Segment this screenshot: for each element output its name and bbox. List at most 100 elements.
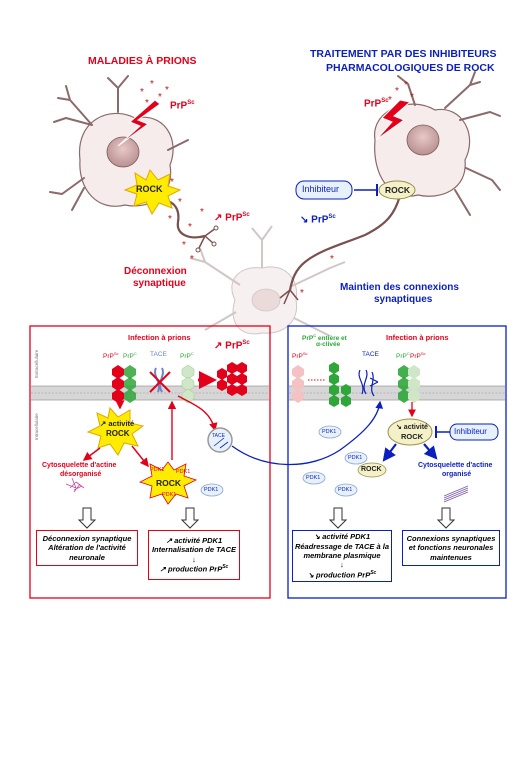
panel-inhibiteur-label: Inhibiteur <box>454 427 487 436</box>
svg-text:*: * <box>388 95 392 106</box>
left-box1-line3: neuronale <box>69 552 105 562</box>
left-pdk1-ellipse <box>200 483 224 497</box>
right-cyto-line1: Cytosquelette d'actine <box>418 462 493 469</box>
right-prpc-chain <box>329 362 351 407</box>
left-prion-star-icons: * * * * * * * * * * * * <box>140 79 204 265</box>
svg-text:*: * <box>190 254 194 265</box>
left-box1-line1: Déconnexion synaptique <box>42 533 132 543</box>
right-box2-line2: et fonctions neuronales <box>408 543 494 553</box>
left-lbl-tace: TACE <box>150 351 167 358</box>
left-prpc-chain <box>124 365 136 403</box>
top-left-rock-label: ROCK <box>136 184 163 194</box>
right-outcome-arrow-1 <box>328 507 348 529</box>
right-lbl-prpc: PrPC <box>396 351 410 361</box>
right-cyto-line2: organisé <box>442 471 472 478</box>
left-activite-rock-label: ROCK <box>106 429 130 438</box>
right-small-rock-label: ROCK <box>361 466 382 473</box>
svg-text:*: * <box>140 87 144 98</box>
right-prpsc-pale-chain <box>292 365 304 403</box>
svg-text:*: * <box>404 80 408 91</box>
left-infection-label: Infection à prions <box>128 333 191 342</box>
left-outcome-arrow-1 <box>77 507 97 529</box>
right-panel-frame <box>287 325 507 599</box>
right-activity-rock-ellipse <box>387 418 433 446</box>
maintien-line1: Maintien des connexions <box>340 282 459 293</box>
right-lbl-prpsc2: PrPSc <box>410 351 426 361</box>
maintien-line2: synaptiques <box>374 294 433 305</box>
svg-text:*: * <box>182 240 186 251</box>
left-box2-line1: ↗ activité PDK1 <box>165 536 223 545</box>
left-pdk1-rock-burst-icon <box>138 461 198 505</box>
left-lbl-prpsc: PrPSc <box>103 351 119 361</box>
left-title: MALADIES À PRIONS <box>88 55 197 67</box>
right-activite-rock-label: ROCK <box>401 432 424 441</box>
right-pdk1-ellipse-c <box>302 471 326 485</box>
right-prpc-entiere-line2: α-clivée <box>316 341 341 348</box>
right-lbl-tace: TACE <box>362 351 379 358</box>
right-pdk1-ellipse-b <box>344 451 368 465</box>
svg-text:*: * <box>178 197 182 208</box>
left-outcome-box-2: ↗ activité PDK1 Internalisation de TACE … <box>148 530 240 580</box>
left-lbl-prpc: PrPC <box>123 351 137 361</box>
right-outcome-arrow-2 <box>436 507 456 529</box>
svg-text:*: * <box>165 85 169 96</box>
svg-text:*: * <box>395 86 399 97</box>
top-right-rock-label: ROCK <box>385 185 411 195</box>
left-box2-line3: ↓ <box>192 554 196 564</box>
right-box1-line2: Réadressage de TACE à la <box>294 541 390 551</box>
right-box1-line5: ↘ production PrPSc <box>307 569 377 580</box>
right-pdk1-b: PDK1 <box>348 455 363 461</box>
right-pdk1-ellipse-a <box>318 425 342 439</box>
deconnexion-line2: synaptique <box>133 278 186 289</box>
left-rock-burst-icon <box>123 169 182 216</box>
left-lbl-prpc2: PrPC <box>180 351 194 361</box>
right-rock-ellipse <box>378 180 416 200</box>
left-tace-blocked-icon <box>149 367 171 393</box>
right-outcome-box-2: Connexions synaptiques et fonctions neur… <box>402 530 500 566</box>
deconnexion-line1: Déconnexion <box>124 266 187 277</box>
top-inhibiteur-box <box>295 180 353 200</box>
top-left-prpsc-label: PrPSc <box>170 100 195 112</box>
right-prpc-entiere-line1: PrPC entière et <box>302 333 347 343</box>
left-small-rock-label: ROCK <box>156 478 182 488</box>
right-box1-line4: ↓ <box>340 560 344 570</box>
left-vesicle-tace-label: TACE <box>212 433 225 439</box>
right-pdk1-ellipse-d <box>334 483 358 497</box>
right-box2-line1: Connexions synaptiques <box>406 533 496 543</box>
left-prpc-pale-chain <box>181 364 195 404</box>
left-cyto-line2: désorganisé <box>60 471 102 478</box>
left-box1-line2: Altération de l'activité <box>48 543 126 553</box>
svg-text:*: * <box>300 288 304 299</box>
left-activity-rock-burst-icon <box>86 406 145 456</box>
prpsc-decrease-label: ↘ PrPSc <box>300 214 336 226</box>
panel-inhibiteur-box <box>449 423 499 441</box>
right-title-line2: PHARMACOLOGIQUES DE ROCK <box>326 62 495 74</box>
top-right-prpsc-label: PrPSc <box>364 98 389 110</box>
left-cyto-line1: Cytosquelette d'actine <box>42 462 117 469</box>
right-prpc-prpsc-chain <box>398 365 420 403</box>
svg-text:*: * <box>410 92 414 103</box>
left-activite-label: ↗ activité <box>100 419 135 428</box>
left-intracellulaire-label: Intracellulaire <box>34 413 39 440</box>
left-pdk1-d: PDK1 <box>204 487 219 493</box>
right-outcome-box-1: ↘ activité PDK1 Réadressage de TACE à la… <box>292 530 392 582</box>
svg-text:*: * <box>168 214 172 225</box>
svg-text:*: * <box>150 79 154 90</box>
right-box1-line1: ↘ activité PDK1 <box>313 532 371 542</box>
left-prpsc-chain <box>112 365 124 403</box>
right-pdk1-c: PDK1 <box>306 475 321 481</box>
right-pdk1-a: PDK1 <box>322 429 337 435</box>
right-lightning-icon <box>375 99 412 141</box>
right-small-rock-ellipse <box>357 462 387 478</box>
left-outcome-arrow-2 <box>180 507 200 529</box>
svg-text:*: * <box>158 92 162 103</box>
left-prpsc-increase-label: ↗ PrPSc <box>214 340 250 352</box>
right-box2-line3: maintenues <box>430 552 472 562</box>
left-box2-line4: ↗ production PrPSc <box>159 564 229 574</box>
left-box2-line2: Internalisation de TACE <box>151 545 237 555</box>
right-prion-star-icons: * * * * * * <box>300 80 414 299</box>
right-activite-label: ↘ activité <box>396 424 428 431</box>
right-neuron-illustration <box>279 71 501 305</box>
